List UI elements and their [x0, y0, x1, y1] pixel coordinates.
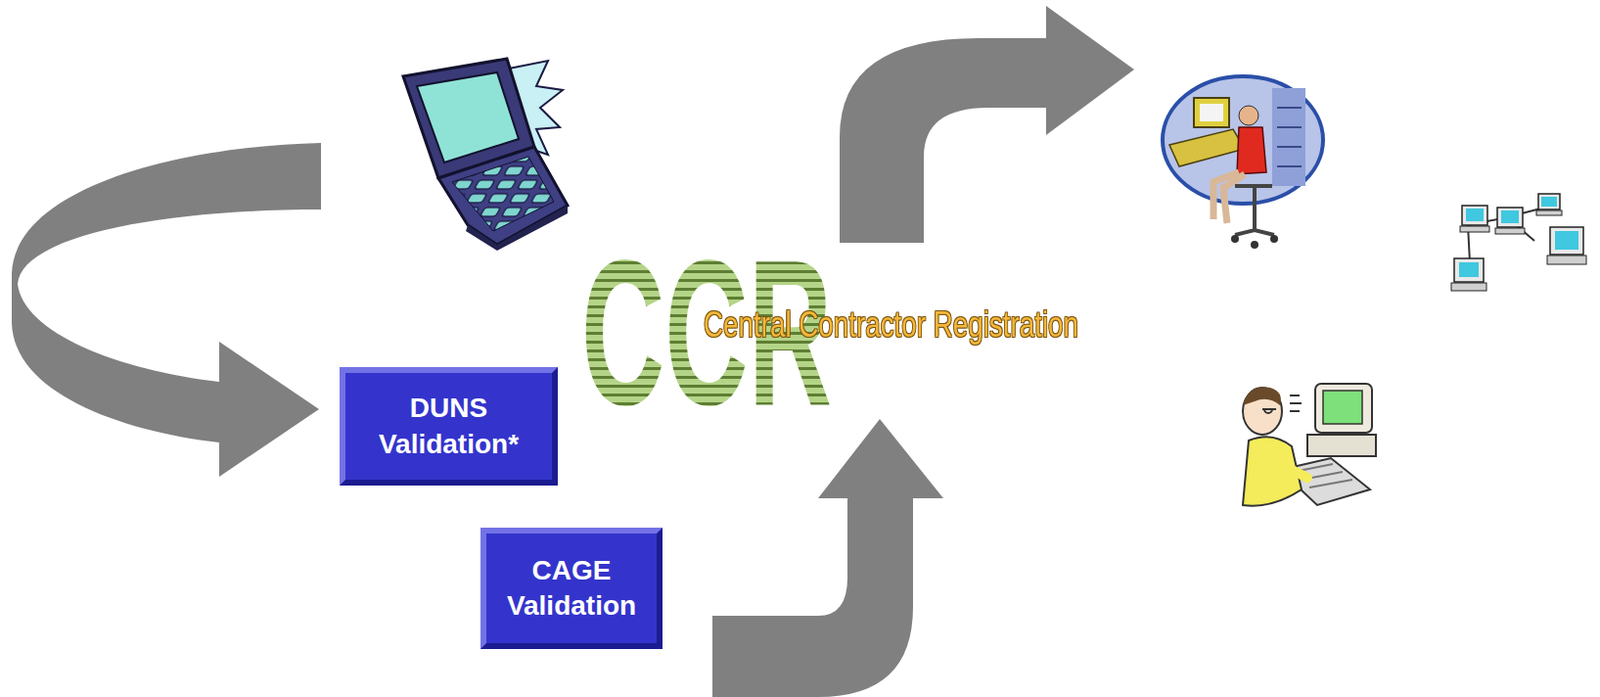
box-text: CAGE Validation	[496, 552, 647, 625]
office-worker-icon	[1162, 76, 1324, 249]
screen	[1199, 103, 1224, 122]
curved-arrow	[11, 142, 321, 477]
hair	[1242, 386, 1281, 406]
computer	[1536, 193, 1562, 216]
chair-wheel	[1231, 234, 1239, 243]
chair-wheel	[1270, 234, 1279, 243]
computer	[1451, 258, 1487, 291]
logo-tagline: Central Contractor Registration	[703, 307, 1079, 343]
legs	[1213, 172, 1245, 224]
curved-arrow	[712, 418, 944, 697]
desk	[1169, 129, 1245, 167]
computer-case	[1307, 434, 1376, 457]
speed-lines	[1289, 395, 1302, 412]
glasses	[1262, 409, 1277, 413]
cabinet-lines	[1277, 107, 1302, 167]
computer	[1547, 227, 1587, 265]
chair	[1234, 185, 1275, 235]
computer	[1495, 207, 1525, 234]
computer	[1460, 205, 1490, 232]
laptop-icon	[403, 58, 568, 251]
cabinet	[1272, 88, 1306, 186]
body	[1236, 127, 1267, 175]
laptop-edge	[465, 205, 568, 251]
screen	[1323, 390, 1363, 424]
head	[1242, 387, 1282, 435]
chair-wheel	[1250, 240, 1259, 249]
monitor	[1193, 97, 1230, 128]
curved-arrow	[839, 5, 1135, 243]
user-at-computer-icon	[1242, 383, 1376, 506]
network-icon	[1451, 193, 1587, 291]
box-text: DUNS Validation*	[355, 390, 543, 462]
arm	[1272, 459, 1308, 478]
validation-box: DUNS Validation*	[339, 366, 558, 486]
monitor	[1315, 383, 1372, 433]
validation-box: CAGE Validation	[480, 527, 663, 649]
head	[1238, 105, 1259, 126]
laptop-screen	[416, 72, 519, 163]
laptop-base	[438, 146, 568, 245]
laptop-keyboard	[452, 156, 554, 231]
